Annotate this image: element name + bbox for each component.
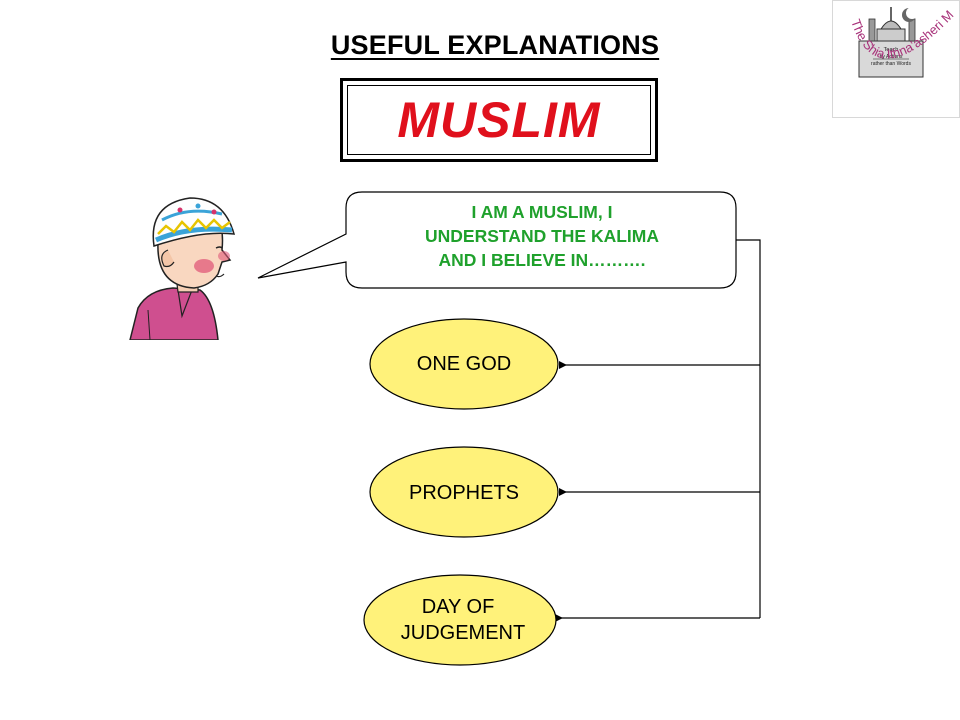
node-prophets <box>369 446 559 538</box>
logo-badge-line2: by Actions <box>880 54 903 60</box>
speech-line-1: I AM A MUSLIM, I <box>471 202 613 222</box>
heading: USEFUL EXPLANATIONS <box>330 30 660 60</box>
speech-text: I AM A MUSLIM, I UNDERSTAND THE KALIMA A… <box>350 200 734 272</box>
mosque-icon <box>858 7 924 78</box>
title: MUSLIM <box>397 92 601 148</box>
muslim-boy-illustration <box>129 197 236 340</box>
connector-lines <box>555 239 761 622</box>
node-label-one-god: ONE GOD <box>416 353 512 375</box>
speech-line-3: AND I BELIEVE IN………. <box>438 250 646 270</box>
node-day-of-judgement <box>363 574 557 666</box>
node-label-day-line-2: JUDGEMENT <box>400 622 526 644</box>
logo-badge-line1: Teach <box>884 47 899 53</box>
speech-bubble <box>257 191 737 289</box>
speech-line-2: UNDERSTAND THE KALIMA <box>425 226 659 246</box>
node-one-god <box>369 318 559 410</box>
node-label-day-line-1: DAY OF <box>421 596 495 618</box>
logo-graphic: Teach by Actions rather than Words The S… <box>829 0 956 78</box>
node-label-day-of-judgement: DAY OF JUDGEMENT <box>368 594 558 646</box>
logo-badge-line3: rather than Words <box>871 61 911 67</box>
title-inner-frame: MUSLIM <box>347 85 651 155</box>
madressa-logo: Teach by Actions rather than Words The S… <box>829 0 960 118</box>
title-box: MUSLIM <box>340 78 658 162</box>
node-label-prophets: PROPHETS <box>408 482 520 504</box>
crescent-icon <box>902 7 918 22</box>
